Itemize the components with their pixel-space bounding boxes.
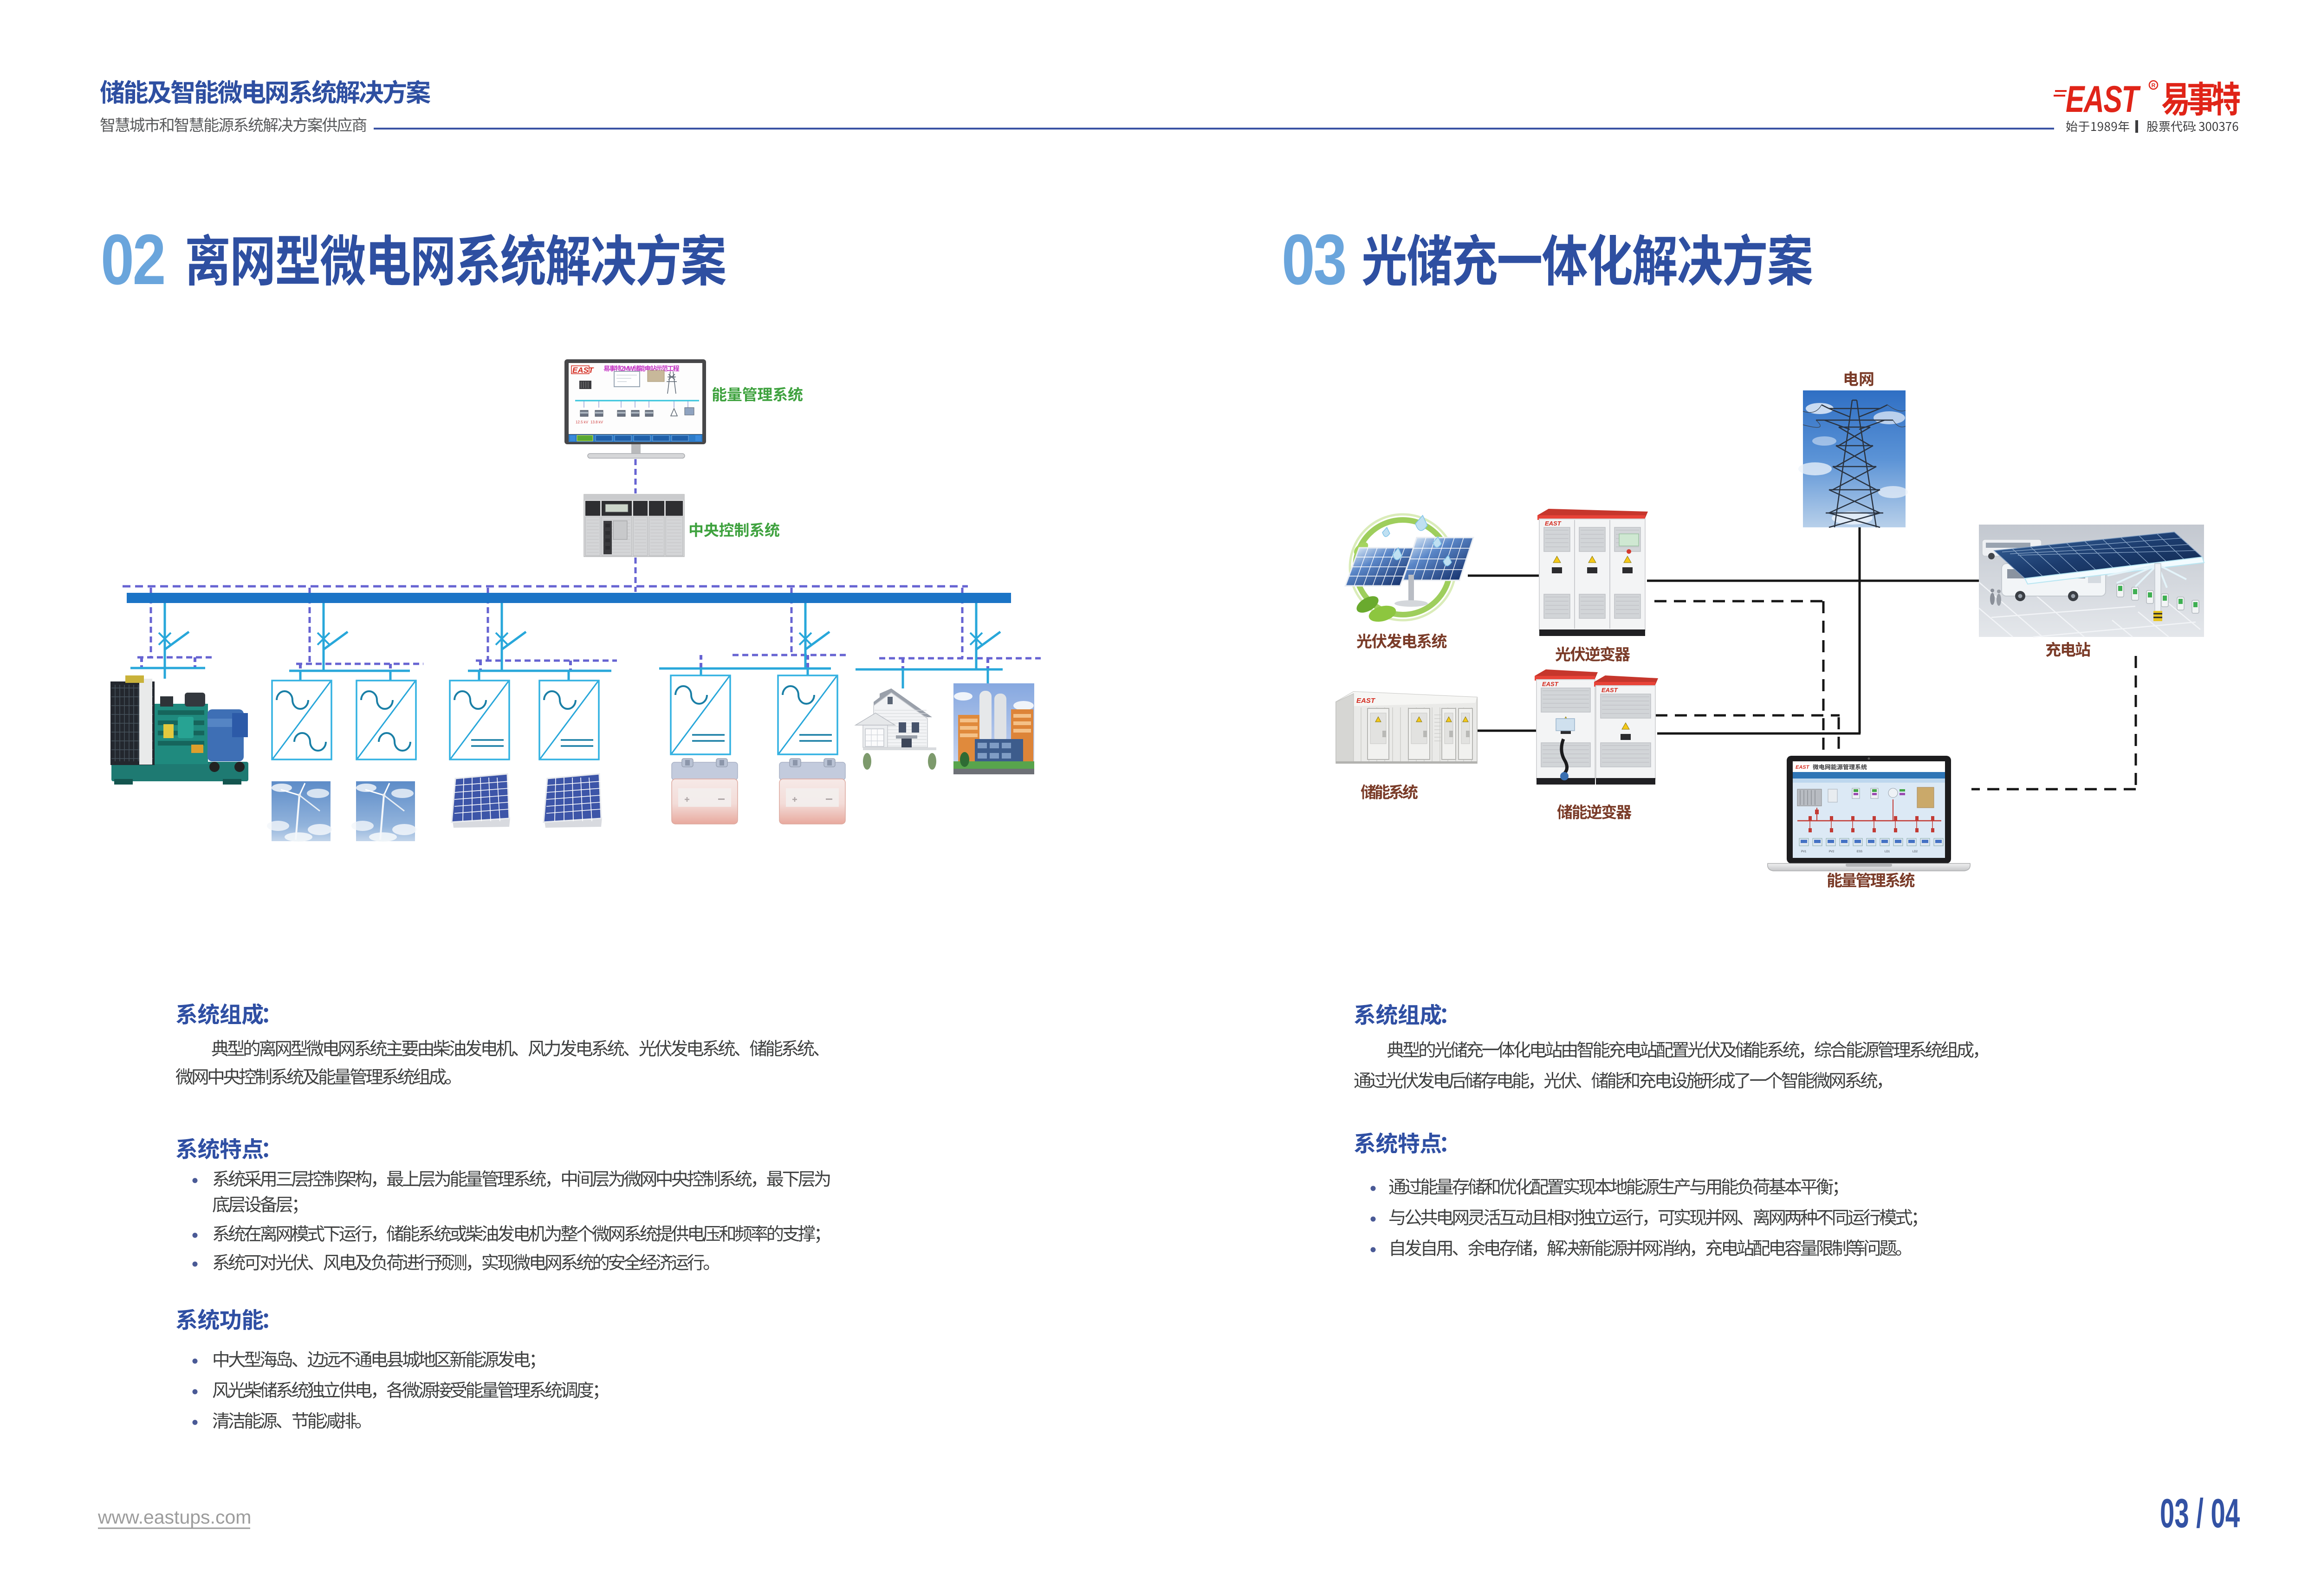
svg-text:EAST: EAST	[1356, 697, 1376, 705]
svg-text:www.eastups.com: www.eastups.com	[97, 1506, 251, 1528]
svg-text:R: R	[2152, 82, 2156, 89]
svg-text:PV2: PV2	[1829, 850, 1835, 853]
svg-text:EAST: EAST	[1796, 765, 1810, 770]
svg-text:LD2: LD2	[1913, 850, 1918, 853]
svg-text:PV1: PV1	[1801, 850, 1807, 853]
svg-text:EAST: EAST	[1542, 681, 1559, 688]
svg-text:EAST: EAST	[1545, 520, 1562, 527]
svg-text:ESS: ESS	[1857, 850, 1862, 853]
svg-text:02: 02	[101, 220, 164, 299]
svg-text:13.8 kV: 13.8 kV	[590, 420, 603, 424]
svg-text:EAST: EAST	[2066, 78, 2141, 121]
svg-text:03: 03	[1282, 220, 1345, 299]
svg-text:12.5 kV: 12.5 kV	[576, 420, 589, 424]
svg-text:LD1: LD1	[1885, 850, 1890, 853]
svg-text:EAST: EAST	[572, 366, 594, 375]
svg-text:EAST: EAST	[1601, 687, 1618, 694]
svg-text:03 / 04: 03 / 04	[2160, 1490, 2240, 1536]
